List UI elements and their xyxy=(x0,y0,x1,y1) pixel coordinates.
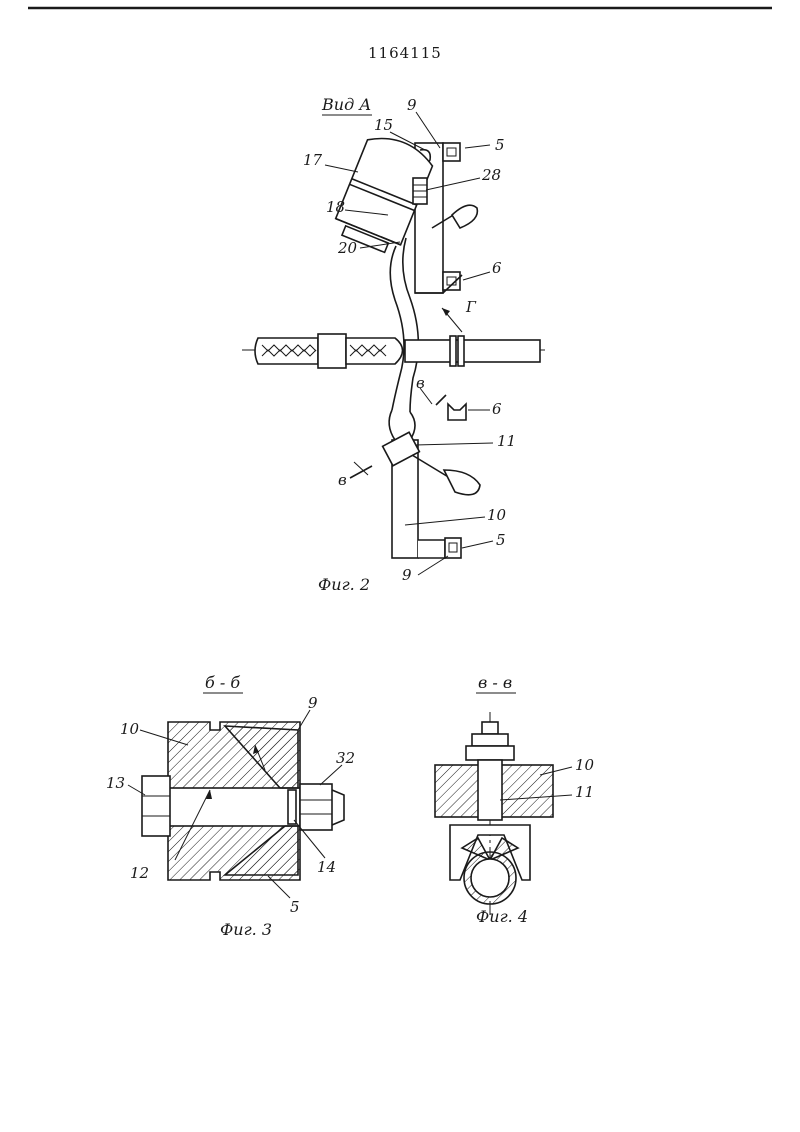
fig4-nut xyxy=(471,733,509,747)
fig3-label-10: 10 xyxy=(120,720,140,738)
fig3-label-32: 32 xyxy=(336,749,355,767)
lower-handle-grip xyxy=(442,469,481,496)
fig4-washer xyxy=(465,745,515,761)
fig3-label-5: 5 xyxy=(290,898,300,916)
fig2-label-5-top: 5 xyxy=(495,136,505,154)
nut-32 xyxy=(299,783,333,831)
lower-part-5 xyxy=(222,825,299,876)
washer-14 xyxy=(287,789,297,825)
hook-15 xyxy=(419,148,432,169)
fig2-label-9-bottom: 9 xyxy=(402,566,412,584)
upper-plate-chamfer xyxy=(415,274,463,294)
conduit-left-wall xyxy=(389,245,405,411)
grip-coupling xyxy=(317,333,347,369)
lower-clip-5 xyxy=(444,537,462,559)
fig3-label-13: 13 xyxy=(106,774,125,792)
fig2-label-10: 10 xyxy=(487,506,507,524)
upper-handle-grip xyxy=(450,204,479,229)
horizontal-shaft xyxy=(404,339,541,363)
fig2-label-11: 11 xyxy=(497,432,516,450)
wedge-9 xyxy=(223,725,299,789)
clamp-11 xyxy=(381,431,421,467)
fig4-label-11: 11 xyxy=(575,783,594,801)
fig2-label-9-top: 9 xyxy=(407,96,417,114)
fig2-label-v-upper: в xyxy=(416,374,425,392)
fig4-caption: Фиг. 4 xyxy=(476,907,528,926)
figure-3: б - б 10 9 32 13 xyxy=(106,673,355,939)
fig3-section-title: б - б xyxy=(205,673,240,692)
detached-clip-6 xyxy=(447,402,467,421)
fig3-caption: Фиг. 3 xyxy=(220,920,272,939)
upper-clip-5-slot xyxy=(446,147,457,157)
section-v-lower-mark xyxy=(349,465,373,479)
section-v-upper-mark xyxy=(435,394,447,406)
figure-2: Вид А xyxy=(242,95,545,594)
upper-clip-6 xyxy=(442,271,461,291)
lower-foot xyxy=(418,539,446,559)
bolt-bore-12 xyxy=(167,787,301,827)
corrugated-grip-left xyxy=(254,337,319,365)
fig4-v-clamp xyxy=(449,824,531,881)
fig2-label-6-low: 6 xyxy=(492,400,502,418)
shaft-collar-left xyxy=(449,335,457,367)
fig3-label-9: 9 xyxy=(308,694,318,712)
lower-handle-stem xyxy=(411,454,451,479)
fig4-label-10: 10 xyxy=(575,756,595,774)
fig2-caption: Фиг. 2 xyxy=(318,575,370,594)
fig4-screw-11 xyxy=(477,759,503,821)
upper-clip-6-slot xyxy=(446,276,457,286)
fig2-label-v-lower: в xyxy=(338,471,347,489)
figure-4: в - в 10 11 Фиг. 4 xyxy=(434,673,595,926)
corrugated-grip-right xyxy=(345,337,404,365)
fig2-label-20: 20 xyxy=(337,239,358,257)
fig4-bolt-tip xyxy=(481,721,499,735)
fig2-label-6-mid: 6 xyxy=(492,259,502,277)
fig2-label-18: 18 xyxy=(326,198,345,216)
fig3-label-12: 12 xyxy=(130,864,149,882)
fig2-label-17: 17 xyxy=(303,151,323,169)
fig4-section-title: в - в xyxy=(478,673,512,692)
fig4-pipe-inner xyxy=(470,858,510,898)
fig2-label-g: Г xyxy=(465,298,477,316)
upper-clip-5 xyxy=(442,142,461,162)
fig3-label-14: 14 xyxy=(317,858,336,876)
torch-body xyxy=(334,137,434,254)
fig2-label-5-bottom: 5 xyxy=(496,531,506,549)
fig2-label-15: 15 xyxy=(374,116,393,134)
conduit-right-wall xyxy=(402,237,420,413)
upper-handle-stem xyxy=(431,213,456,229)
bolt-tip xyxy=(331,789,345,826)
fig2-view-title: Вид А xyxy=(321,95,371,114)
bolt-head-13 xyxy=(141,775,171,837)
shaft-collar-right xyxy=(457,335,465,367)
fig2-label-28: 28 xyxy=(481,166,501,184)
patent-number: 1164115 xyxy=(368,44,442,62)
